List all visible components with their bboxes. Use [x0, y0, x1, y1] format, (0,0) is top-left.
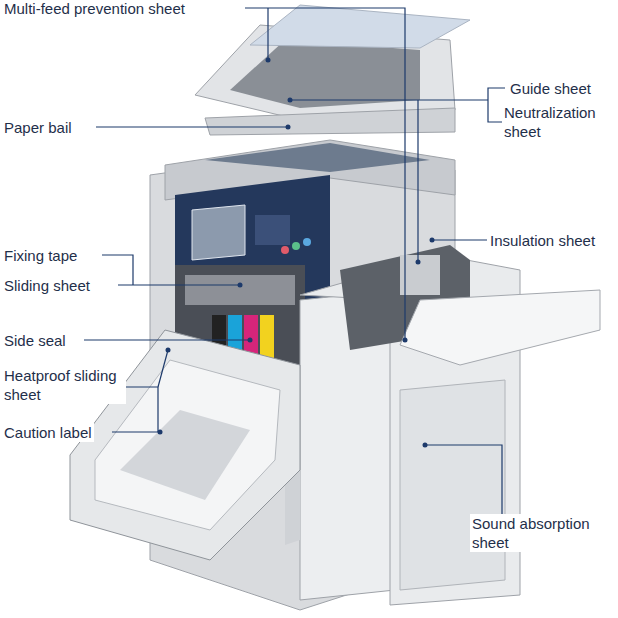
part-label: Caution label	[2, 423, 94, 442]
part-label: Neutralization sheet	[502, 103, 614, 141]
part-label: Sliding sheet	[2, 276, 92, 295]
part-label: Fixing tape	[2, 246, 79, 265]
part-label: Side seal	[2, 331, 68, 350]
part-label: Guide sheet	[508, 79, 593, 98]
part-label: Multi-feed prevention sheet	[2, 0, 187, 18]
part-label: Sound absorption sheet	[470, 514, 614, 552]
part-label: Paper bail	[2, 118, 74, 137]
part-label: Insulation sheet	[488, 231, 597, 250]
part-label: Heatproof sliding sheet	[2, 366, 126, 404]
